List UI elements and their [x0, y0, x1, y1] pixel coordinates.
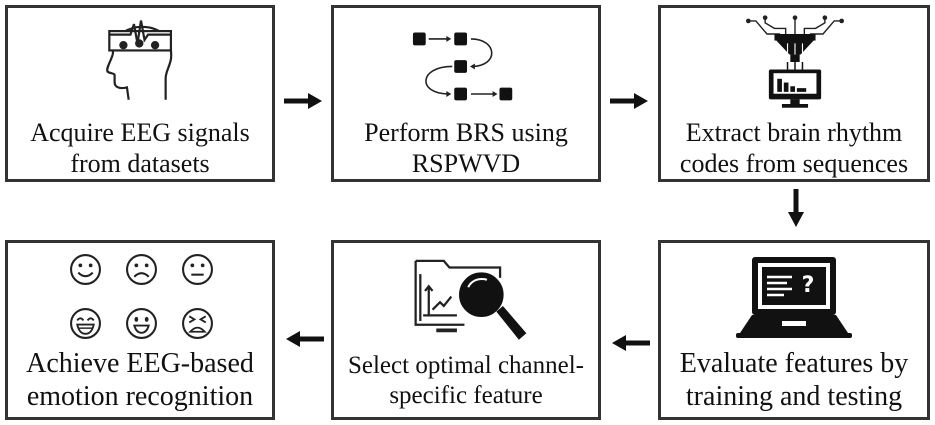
head-eeg-icon — [106, 20, 173, 100]
step-acquire-eeg-label: Acquire EEG signals from datasets — [8, 118, 272, 179]
step-extract-rhythm-box: Extract brain rhythm codes from sequence… — [658, 5, 930, 182]
label-line: Extract brain rhythm — [685, 118, 903, 147]
sad-face-icon — [126, 254, 157, 285]
step-select-feature-box: Select optimal channel- specific feature — [331, 240, 601, 420]
step-perform-brs-label: Perform BRS using RSPWVD — [334, 118, 598, 179]
sequence-flow-icon — [412, 32, 513, 101]
arrow-down-icon — [788, 189, 804, 227]
label-line: from datasets — [70, 148, 210, 178]
frustrated-face-icon — [182, 308, 213, 339]
label-line: emotion recognition — [26, 381, 254, 413]
label-line: Perform BRS using — [364, 118, 568, 147]
step-extract-rhythm-label: Extract brain rhythm codes from sequence… — [661, 118, 927, 179]
step-achieve-recognition-box: Achieve EEG-based emotion recognition — [5, 240, 275, 420]
step-acquire-eeg-box: Acquire EEG signals from datasets — [5, 5, 275, 182]
label-line: Evaluate features by — [679, 348, 909, 379]
grinning-face-icon — [70, 308, 101, 339]
label-line: training and testing — [685, 381, 903, 413]
step-select-feature-label: Select optimal channel- specific feature — [334, 351, 598, 410]
label-line: RSPWVD — [411, 148, 521, 178]
step-perform-brs-box: Perform BRS using RSPWVD — [331, 5, 601, 182]
smiling-face-icon — [126, 308, 157, 339]
label-line: codes from sequences — [679, 148, 909, 178]
arrow-left-icon — [286, 331, 324, 347]
funnel-monitor-icon — [746, 15, 844, 108]
step-evaluate-features-box: ? Evaluate features by training and test… — [658, 240, 930, 420]
arrow-right-icon — [284, 93, 322, 109]
label-line: Select optimal channel- — [347, 352, 585, 379]
label-line: Achieve EEG-based — [26, 348, 254, 379]
step-achieve-recognition-label: Achieve EEG-based emotion recognition — [8, 347, 272, 413]
neutral-face-icon — [182, 254, 213, 285]
svg-text:?: ? — [802, 273, 815, 298]
label-line: specific feature — [389, 381, 543, 409]
arrow-right-icon — [610, 93, 648, 109]
happy-face-icon — [70, 254, 101, 285]
laptop-question-icon: ? — [736, 257, 852, 338]
arrow-left-icon — [612, 335, 650, 351]
folder-magnifier-icon — [414, 259, 527, 340]
step-evaluate-features-label: Evaluate features by training and testin… — [661, 347, 927, 413]
label-line: Acquire EEG signals — [30, 118, 250, 147]
